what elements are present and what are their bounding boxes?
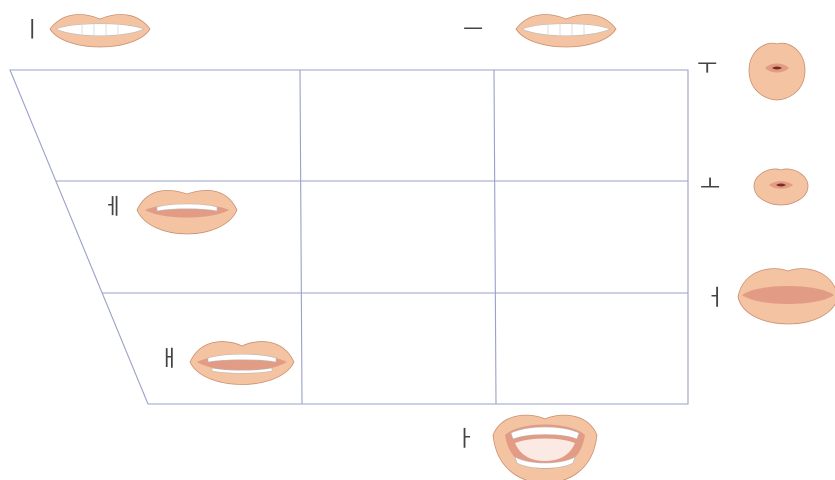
grid-col-line-2 (494, 70, 496, 404)
mouth-shape-i (50, 15, 150, 47)
vowel-trapezoid-outline (10, 70, 688, 404)
vowel-label-u: ㅜ (697, 55, 717, 80)
mouth-shape-e (137, 190, 237, 234)
mouth-shape-u (749, 43, 805, 100)
vowel-label-ae: ㅐ (159, 347, 179, 372)
mouth-shape-ae (190, 342, 294, 385)
vowel-label-o: ㅗ (700, 173, 720, 198)
vowel-label-a: ㅏ (455, 427, 475, 452)
grid-col-line-1 (300, 70, 302, 404)
mouth-shape-eu (516, 15, 616, 47)
vowel-label-eo: ㅓ (705, 286, 725, 311)
vowel-label-eu: ㅡ (463, 18, 483, 43)
mouth-shape-eo (738, 269, 835, 324)
vowel-label-i: ㅣ (22, 18, 42, 43)
vowel-grid (10, 70, 688, 404)
vowel-labels: ㅣ ㅡ ㅜ ㅔ ㅗ ㅓ ㅐ ㅏ (22, 18, 725, 452)
mouth-shape-o (754, 169, 808, 205)
mouth-shape-a (493, 415, 597, 480)
vowel-label-e: ㅔ (103, 195, 123, 220)
